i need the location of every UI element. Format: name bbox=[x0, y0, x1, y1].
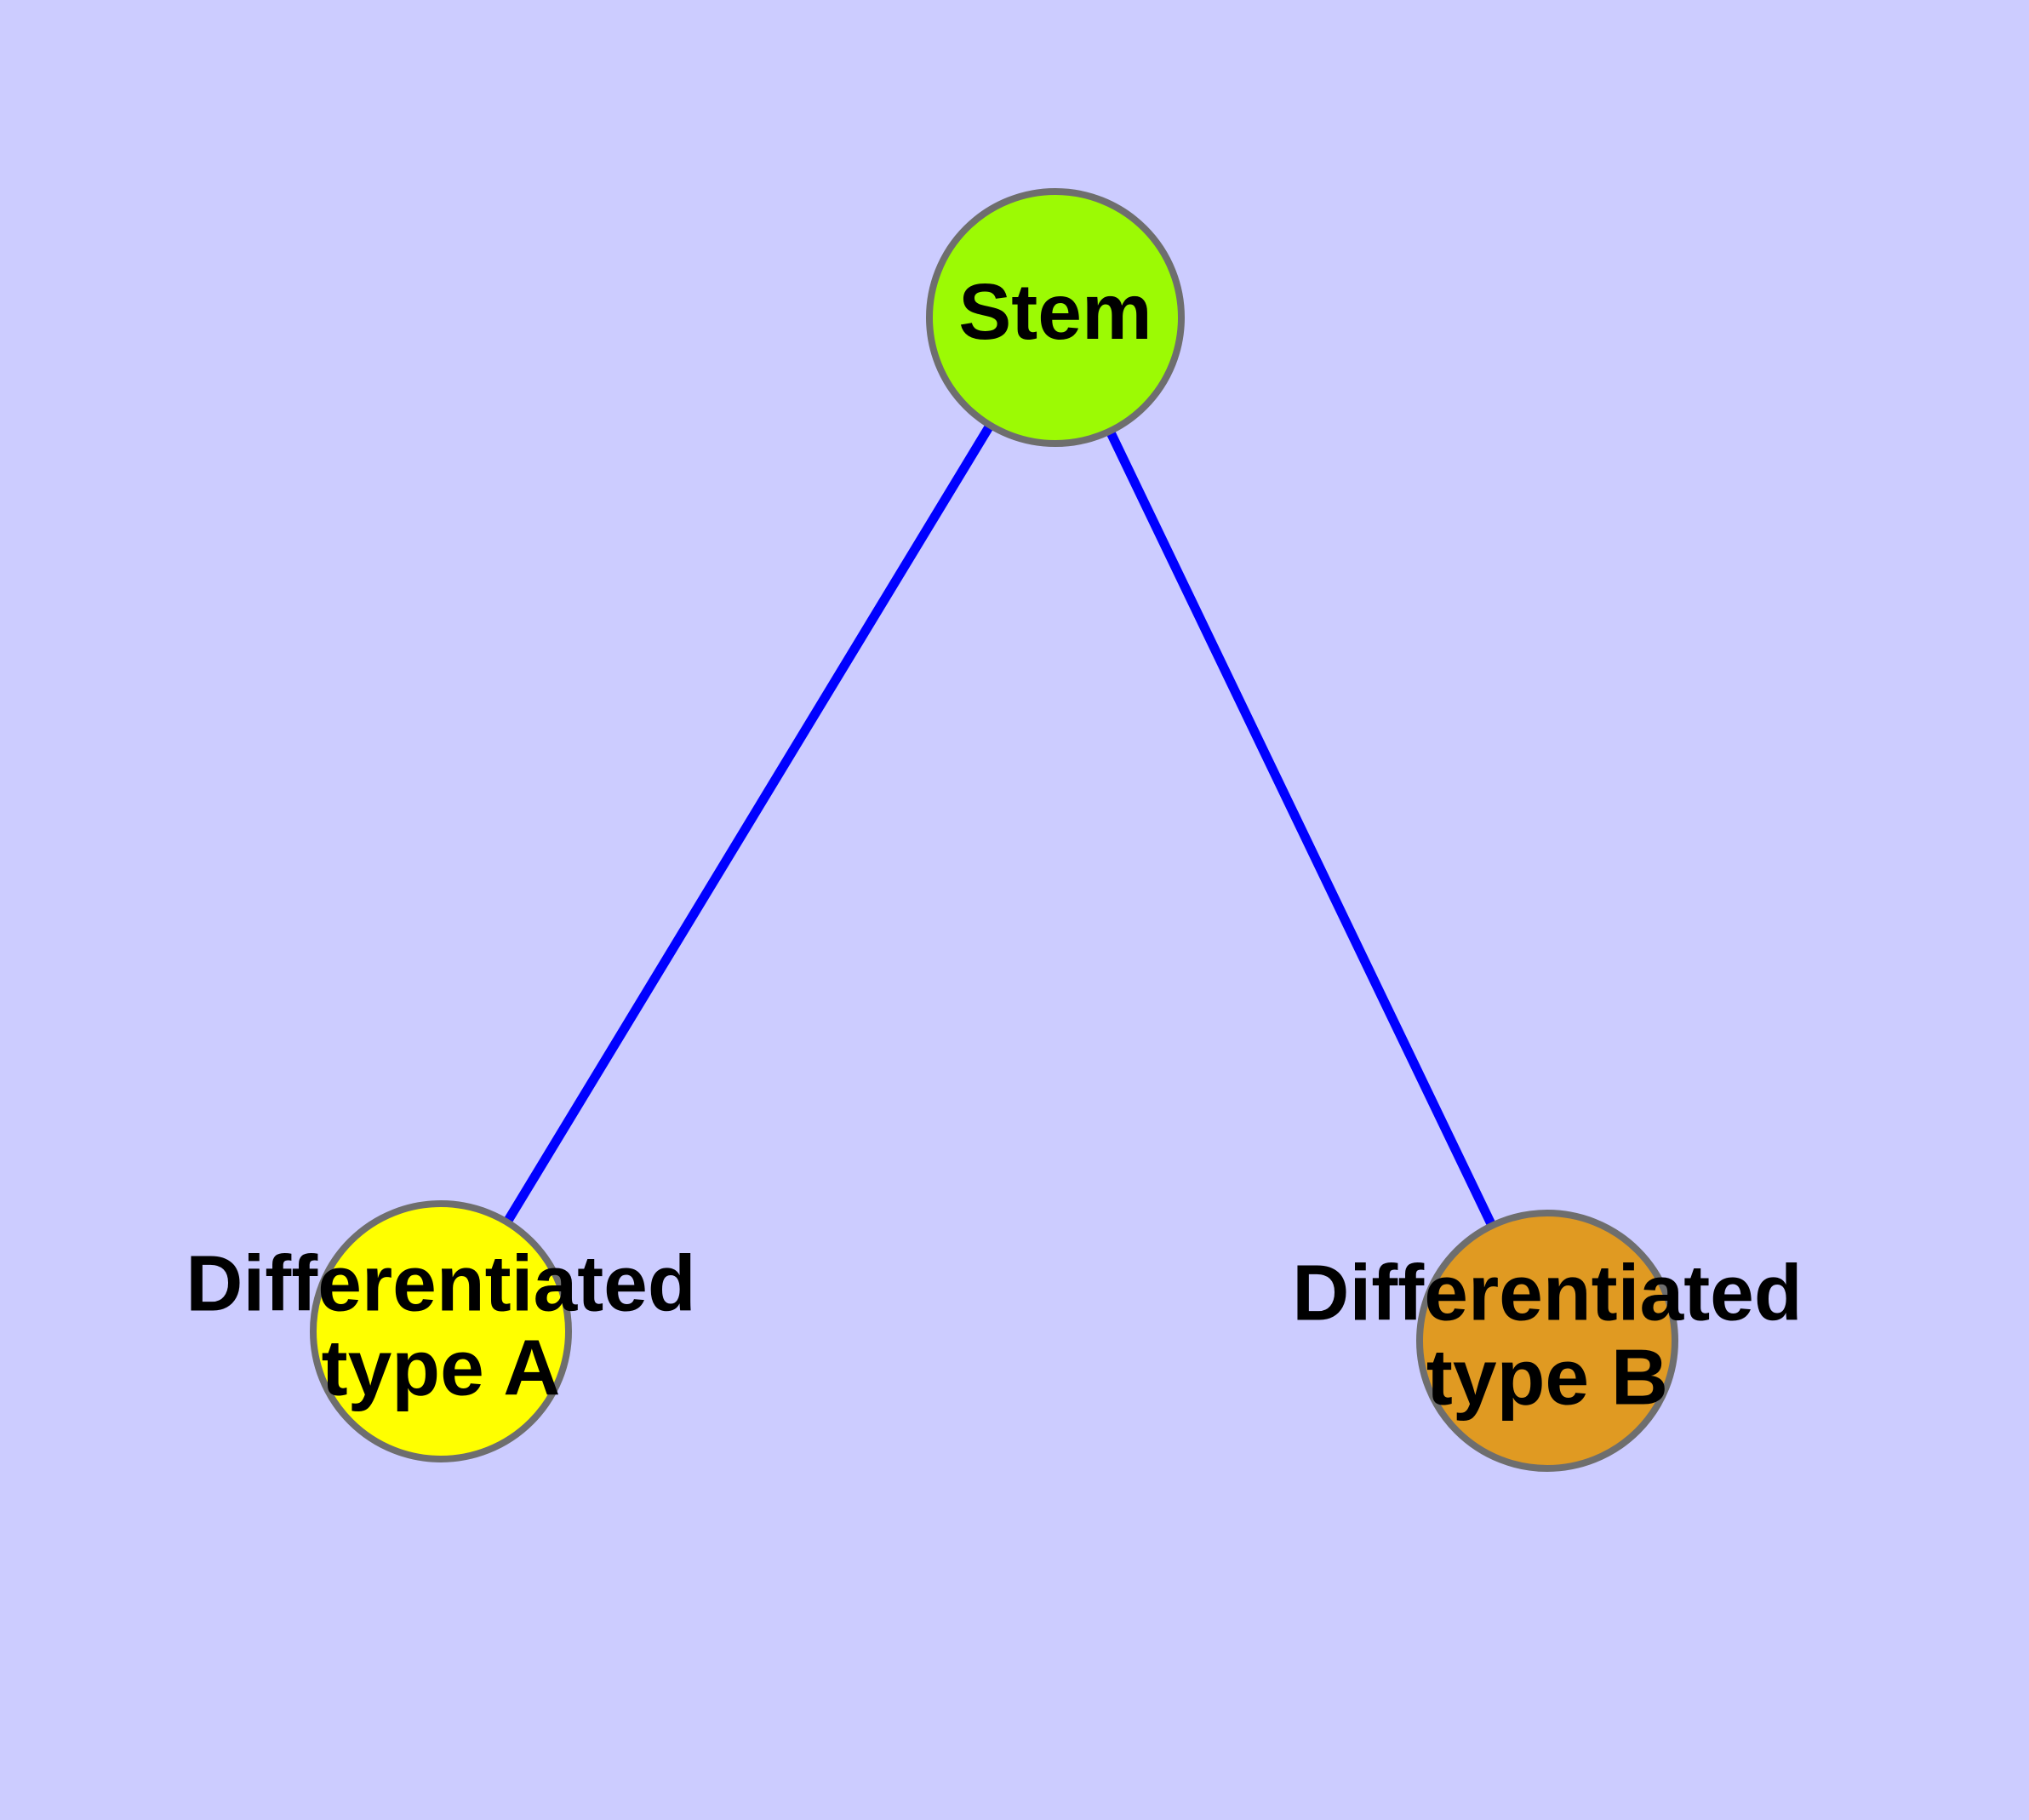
node-label-line: Differentiated bbox=[186, 1239, 695, 1327]
edge-stem-diff-b[interactable] bbox=[1051, 315, 1552, 1343]
graph-node-stem[interactable]: Stem bbox=[926, 188, 1185, 447]
node-label-line: type A bbox=[322, 1323, 561, 1411]
node-circle-stem[interactable] bbox=[926, 188, 1185, 447]
node-label-stem: Stem bbox=[958, 267, 1152, 356]
node-circle-diff_a[interactable] bbox=[310, 1200, 572, 1462]
node-label-line: Differentiated bbox=[1292, 1248, 1802, 1336]
edge-stem-diff-a[interactable] bbox=[437, 315, 1060, 1334]
node-label-line: Stem bbox=[958, 267, 1152, 356]
edges-layer bbox=[437, 315, 1552, 1343]
node-circle-diff_b[interactable] bbox=[1416, 1210, 1678, 1472]
node-label-line: type B bbox=[1426, 1332, 1668, 1421]
